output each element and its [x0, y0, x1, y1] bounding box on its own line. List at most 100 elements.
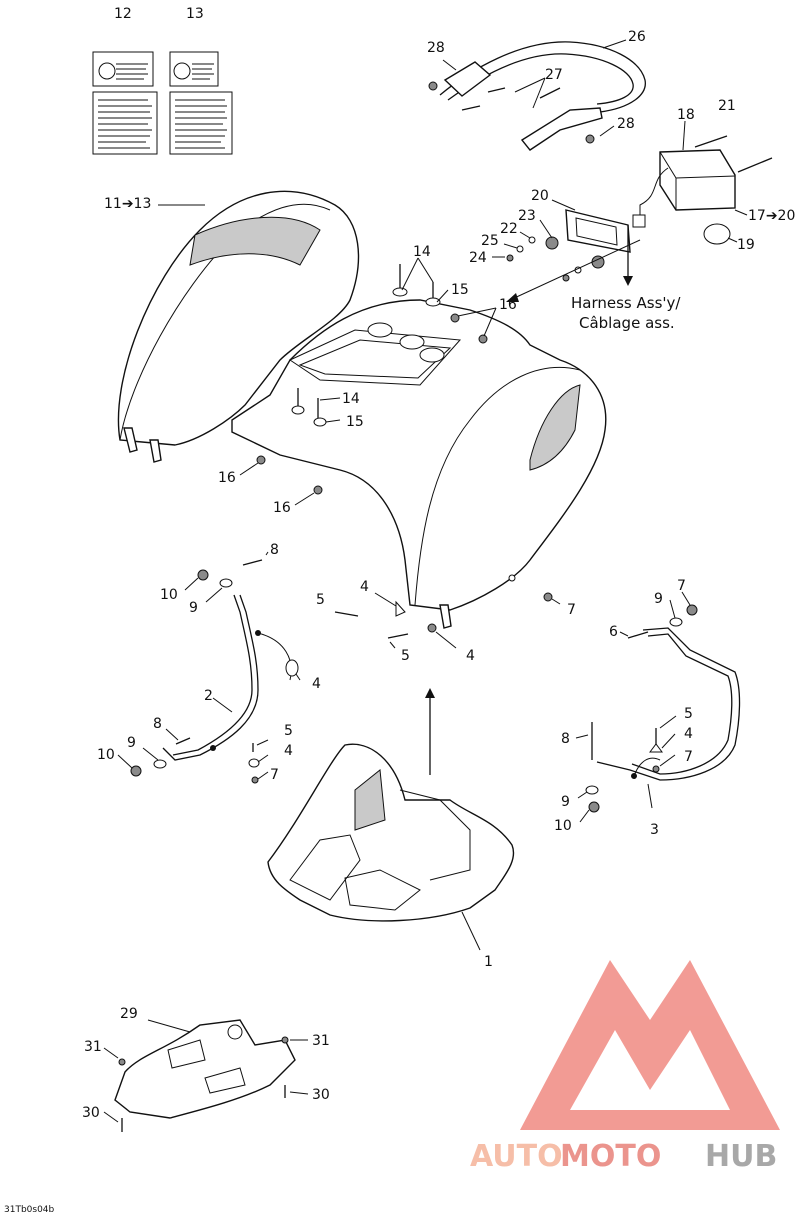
nut-16-d — [313, 485, 323, 495]
leader-8c — [575, 734, 589, 739]
nut-31-a — [118, 1058, 126, 1066]
nut-7-c — [686, 604, 698, 616]
leader-16a — [457, 307, 497, 317]
license-plate-window — [575, 217, 618, 246]
skid-plate-slot-2 — [204, 1067, 246, 1094]
decal-12-seal-left — [98, 62, 116, 80]
leader-10c — [579, 809, 590, 823]
label-5-lower: 5 — [401, 648, 410, 664]
nut-16-c — [256, 455, 266, 465]
bolt-8-a — [242, 559, 263, 566]
screw-21-b — [737, 157, 773, 173]
leader-29 — [147, 1019, 191, 1033]
label-28-right: 28 — [617, 116, 635, 132]
watermark-text-hub: HUB — [705, 1139, 777, 1174]
washer-15-a — [392, 287, 408, 297]
label-9-right-low: 9 — [561, 794, 570, 810]
label-23: 23 — [518, 208, 536, 224]
tail-light-wire — [639, 167, 669, 222]
label-4-clip: 4 — [312, 676, 321, 692]
skid-plate-slot-1 — [167, 1039, 206, 1069]
nut-7-b — [251, 776, 259, 784]
fender-tab-left-2 — [149, 439, 162, 463]
fender-center-tub — [231, 299, 607, 611]
leader-9c — [669, 599, 676, 619]
rack-tube-inner — [447, 53, 634, 105]
leader-5b — [389, 641, 396, 649]
leader-27-a — [514, 77, 546, 93]
label-11-13: 11➔13 — [104, 196, 151, 212]
decal-12-bottom — [92, 91, 158, 155]
skid-plate-29 — [114, 1019, 296, 1119]
label-17-20: 17➔20 — [748, 208, 795, 224]
nut-24-b — [562, 274, 570, 282]
label-4-left-brace: 4 — [284, 743, 293, 759]
mudflap-inner-edge — [399, 789, 471, 881]
leader-3 — [647, 783, 653, 809]
leader-8b — [165, 728, 179, 741]
fender-tab-right — [439, 604, 452, 629]
washer-15-b — [425, 297, 441, 307]
leader-7b — [257, 771, 269, 780]
leader-15b — [325, 419, 341, 423]
washer-9-d — [585, 785, 599, 795]
mudflap-footwell-left — [289, 834, 361, 901]
mudflap-shade — [354, 769, 386, 831]
label-5-right: 5 — [684, 706, 693, 722]
leader-16a-b — [483, 307, 497, 337]
brace-2-weld-b — [255, 630, 261, 636]
nut-10-a — [197, 569, 209, 581]
watermark-logo: AUTO MOTO HUB — [470, 960, 780, 1174]
storage-compartment-inner — [298, 339, 452, 379]
label-2: 2 — [204, 688, 213, 704]
label-27: 27 — [545, 67, 563, 83]
leader-19 — [727, 237, 738, 243]
rack-tube-outer — [439, 41, 646, 115]
left-brace-group — [117, 551, 301, 784]
bolt-27-b — [487, 87, 506, 93]
decal-13-text-lines — [192, 63, 214, 80]
fender-hole-2 — [399, 334, 425, 350]
clip-4-c — [427, 623, 437, 633]
screw-5-a — [334, 611, 359, 617]
nut-7-d — [652, 765, 660, 773]
install-arrowhead — [425, 688, 435, 698]
label-24: 24 — [469, 250, 487, 266]
label-13: 13 — [186, 6, 204, 22]
leader-23 — [539, 219, 553, 239]
part-labels: 12 13 26 28 27 28 18 21 11➔13 20 23 22 2… — [82, 6, 795, 1121]
decal-13-bottom — [169, 91, 233, 155]
leader-7d — [659, 754, 676, 767]
leader-30a — [103, 1111, 119, 1123]
nut-28-left — [428, 81, 438, 91]
label-30-left: 30 — [82, 1105, 100, 1121]
label-7-right: 7 — [677, 578, 686, 594]
decal-13-seal — [173, 62, 191, 80]
nut-16-b — [478, 334, 488, 344]
label-6: 6 — [609, 624, 618, 640]
leader-30b — [289, 1091, 309, 1095]
label-3: 3 — [650, 822, 659, 838]
screw-21 — [694, 135, 728, 148]
label-28-top: 28 — [427, 40, 445, 56]
leader-6 — [619, 631, 629, 637]
mount-arrowhead — [506, 293, 519, 302]
label-10-right: 10 — [554, 818, 572, 834]
rear-rack-group — [428, 39, 646, 151]
mudflap-1 — [267, 743, 515, 922]
leader-18 — [682, 120, 686, 151]
bolt-27-a — [461, 105, 481, 111]
leader-4d — [257, 754, 269, 763]
license-plate-holder-20 — [565, 209, 631, 253]
leader-10a — [184, 577, 199, 591]
rear-fender-body — [117, 190, 607, 629]
brace-2-rod-inner — [172, 594, 253, 756]
leader-4e — [661, 733, 676, 749]
label-22: 22 — [500, 221, 518, 237]
fender-left-wing-shade — [189, 216, 321, 266]
label-30-right: 30 — [312, 1087, 330, 1103]
label-8-left: 8 — [153, 716, 162, 732]
label-9-right: 9 — [654, 591, 663, 607]
label-31-left: 31 — [84, 1039, 102, 1055]
leader-4a — [295, 673, 301, 681]
